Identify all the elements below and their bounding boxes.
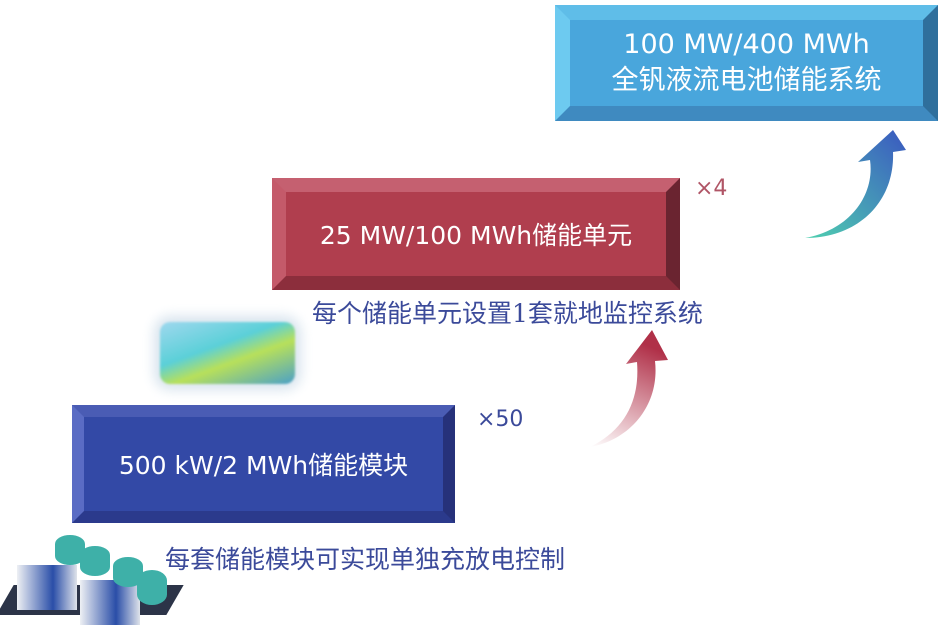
- module-caption: 每套储能模块可实现单独充放电控制: [165, 545, 566, 574]
- arrow-to-system: [805, 130, 906, 238]
- system-name: 全钒液流电池储能系统: [611, 65, 882, 96]
- unit-label: 25 MW/100 MWh储能单元: [319, 221, 633, 250]
- unit-multiplier: ×4: [695, 176, 728, 201]
- unit-box: 25 MW/100 MWh储能单元: [272, 178, 680, 290]
- module-image: [0, 530, 184, 630]
- system-capacity: 100 MW/400 MWh: [623, 29, 870, 60]
- unit-image: [160, 322, 295, 384]
- module-box: 500 kW/2 MWh储能模块: [72, 405, 455, 523]
- system-box: 100 MW/400 MWh 全钒液流电池储能系统: [555, 5, 938, 121]
- unit-caption: 每个储能单元设置1套就地监控系统: [312, 299, 703, 328]
- module-multiplier: ×50: [477, 407, 524, 432]
- module-label: 500 kW/2 MWh储能模块: [118, 451, 409, 480]
- arrow-to-unit: [590, 330, 668, 447]
